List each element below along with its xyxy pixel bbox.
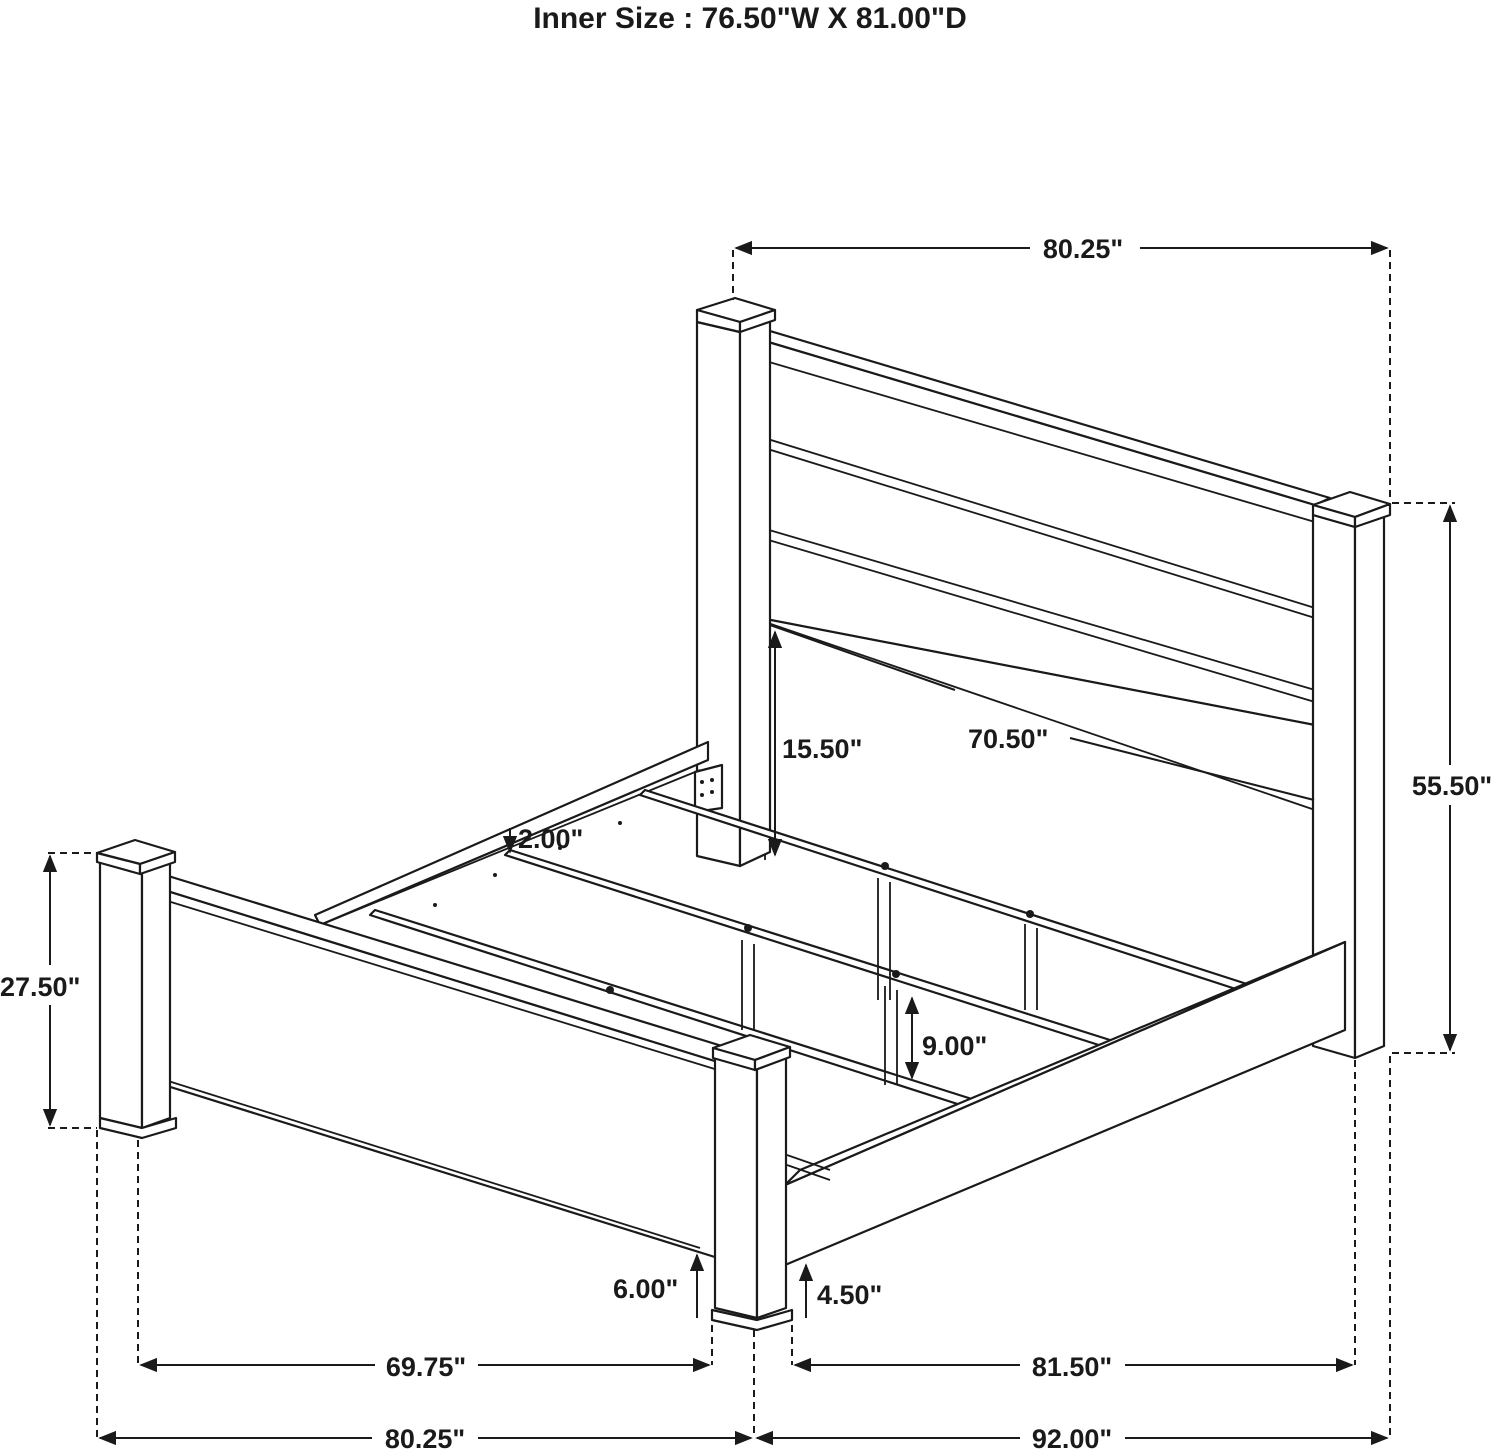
headboard-inner-width-label: 70.50" bbox=[968, 724, 1048, 754]
bed-drawing bbox=[95, 296, 1392, 1332]
side-rail-right bbox=[783, 940, 1347, 1267]
slats bbox=[368, 788, 1252, 1110]
inner-size-title: Inner Size : 76.50"W X 81.00"D bbox=[533, 2, 967, 35]
rail-height-label: 9.00" bbox=[922, 1031, 987, 1061]
overall-width-label: 80.25" bbox=[385, 1424, 465, 1452]
footboard-height-label: 27.50" bbox=[0, 972, 80, 1002]
side-inner-length-label: 81.50" bbox=[1032, 1352, 1112, 1382]
headboard-width-label: 80.25" bbox=[1043, 234, 1123, 264]
overall-length-label: 92.00" bbox=[1032, 1424, 1112, 1452]
dimension-lines bbox=[42, 240, 1458, 1446]
headboard-clearance-label: 15.50" bbox=[782, 734, 862, 764]
headboard-post-left bbox=[695, 296, 777, 868]
footboard-post-right bbox=[710, 1033, 794, 1332]
footboard-clearance-label: 6.00" bbox=[613, 1274, 678, 1304]
rail-clearance-label: 4.50" bbox=[817, 1280, 882, 1310]
headboard-post-right bbox=[1311, 490, 1392, 1060]
headboard-height-label: 55.50" bbox=[1412, 771, 1492, 801]
footboard-post-left bbox=[95, 838, 178, 1140]
slat-height-label: 2.00" bbox=[518, 824, 583, 854]
footboard-inner-width-label: 69.75" bbox=[386, 1352, 466, 1382]
headboard bbox=[743, 326, 1332, 860]
